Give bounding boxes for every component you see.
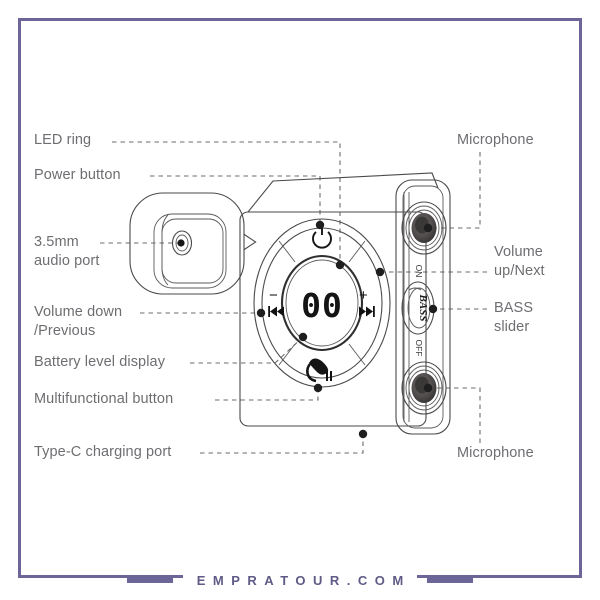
- label-volume-up: Volume up/Next: [494, 244, 545, 279]
- dot-battery-display: [298, 332, 308, 342]
- earbud-pod: [129, 192, 257, 295]
- call-play-pause-icon[interactable]: [306, 358, 332, 383]
- footer-rule-left: [127, 577, 174, 583]
- dot-microphone-bottom: [423, 383, 433, 393]
- dot-volume-down: [256, 308, 266, 318]
- footer-brand: EMPRATOUR.COM: [183, 572, 417, 588]
- callout-dots: [256, 220, 438, 439]
- dot-led-ring: [335, 260, 345, 270]
- previous-track-icon[interactable]: −: [268, 287, 284, 317]
- dot-type-c: [358, 429, 368, 439]
- label-bass-slider: BASS slider: [494, 300, 534, 335]
- label-led-ring: LED ring: [34, 132, 92, 148]
- leader-power-button: [150, 175, 321, 225]
- battery-level-display: 00: [301, 286, 343, 325]
- label-power-button: Power button: [34, 167, 121, 183]
- label-battery-display: Battery level display: [34, 354, 166, 370]
- footer-rule-right: [426, 577, 473, 583]
- slider-on-label: ON: [414, 265, 424, 278]
- slider-off-label: OFF: [414, 340, 424, 357]
- dot-multifunctional: [313, 383, 323, 393]
- leader-multifunctional: [215, 388, 319, 401]
- display-value: 00: [301, 286, 343, 325]
- label-microphone-bottom: Microphone: [457, 445, 534, 461]
- leader-microphone-bottom: [428, 387, 481, 443]
- site-footer: EMPRATOUR.COM: [0, 560, 600, 600]
- leader-type-c: [200, 434, 364, 454]
- leader-microphone-top: [428, 152, 481, 229]
- label-multifunctional: Multifunctional button: [34, 391, 174, 407]
- slider-knob-label: BASS: [417, 294, 429, 322]
- bass-slider-control[interactable]: ON OFF BASS: [401, 265, 435, 357]
- label-type-c: Type-C charging port: [34, 444, 172, 460]
- control-ring[interactable]: − + 00: [253, 218, 391, 388]
- dot-power-button: [315, 220, 325, 230]
- next-track-icon[interactable]: +: [359, 287, 375, 317]
- dot-bass-slider: [428, 304, 438, 314]
- label-microphone-top: Microphone: [457, 132, 534, 148]
- power-icon[interactable]: [312, 226, 332, 249]
- label-volume-down: Volume down /Previous: [34, 304, 123, 339]
- leader-led-ring: [112, 141, 341, 265]
- label-audio-port: 3.5mm audio port: [34, 234, 100, 269]
- dot-microphone-top: [423, 223, 433, 233]
- plus-sign: +: [359, 287, 368, 304]
- leader-battery-display: [190, 336, 304, 364]
- dot-volume-up: [375, 267, 385, 277]
- minus-sign: −: [269, 287, 278, 304]
